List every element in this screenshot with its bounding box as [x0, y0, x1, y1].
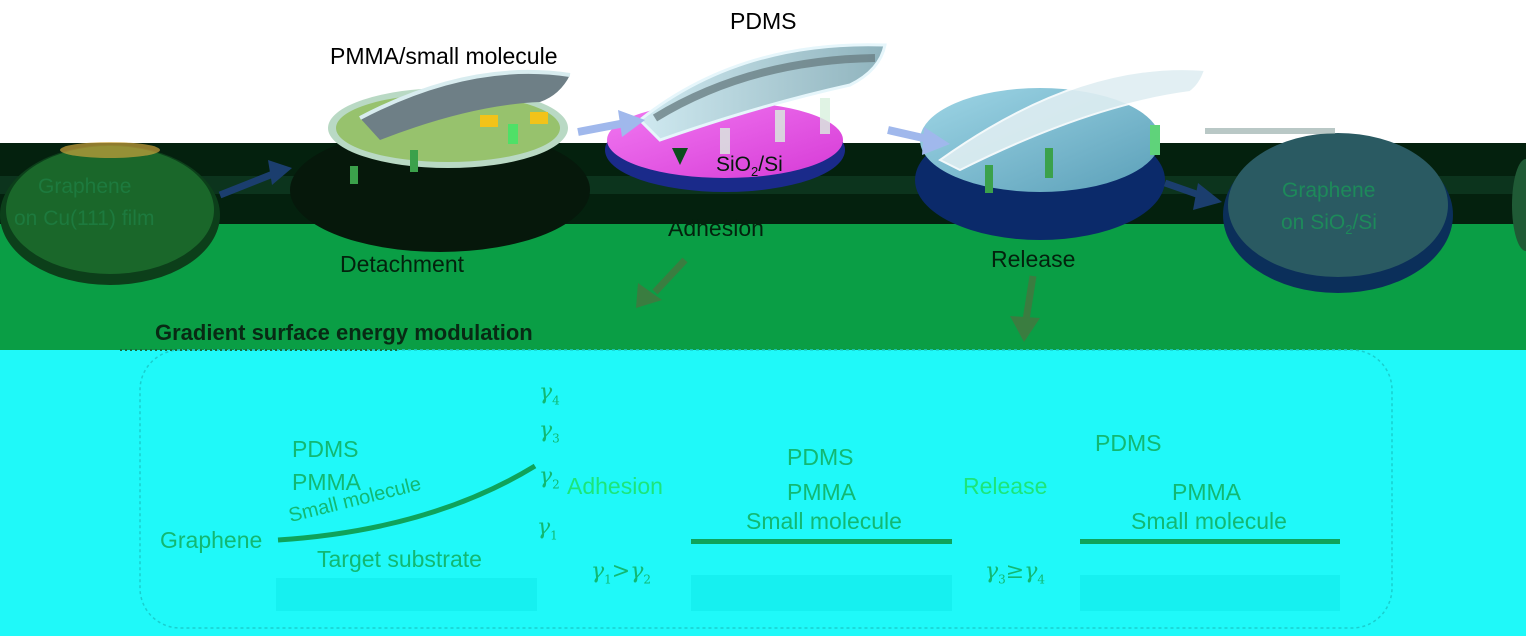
panel1-target-substrate-label: Target substrate: [317, 546, 482, 572]
panel2-pdms-label: PDMS: [787, 444, 854, 470]
wafer-graphene-on-sio2: [1205, 128, 1453, 293]
graphene-line-2: [691, 539, 952, 544]
target-substrate-block-1: [276, 578, 537, 611]
adhesion-condition: γ1>γ2: [591, 559, 652, 587]
pmma-small-molecule-label: PMMA/small molecule: [330, 43, 558, 69]
sio2si-label: SiO2/Si: [716, 153, 783, 179]
gamma-2-label: γ2: [539, 464, 560, 492]
panel2-pmma-label: PMMA: [787, 479, 856, 505]
substrate-block-3: [1080, 575, 1340, 611]
graphene-curve: [277, 463, 537, 543]
wafer-partial-edge: [1512, 159, 1526, 251]
substrate-block-2: [691, 575, 952, 611]
graphene-sio2-label-2: on SiO2/Si: [1281, 211, 1377, 237]
pdms-top-label: PDMS: [730, 8, 797, 34]
process-arrows: [218, 110, 1222, 342]
release-step-label: Release: [963, 473, 1048, 499]
graphene-line-3: [1080, 539, 1340, 544]
gamma-3-label: γ3: [539, 418, 560, 446]
wafer-detachment: [290, 69, 590, 252]
graphene-cu-label-1: Graphene: [38, 175, 132, 198]
panel3-pmma-label: PMMA: [1172, 479, 1241, 505]
wafer-adhesion: [605, 43, 887, 192]
panel1-graphene-label: Graphene: [160, 527, 263, 553]
wafer-release: [915, 68, 1207, 240]
panel1-pdms-label: PDMS: [292, 436, 359, 462]
wafer-graphene-on-cu: [0, 142, 220, 285]
panel2-small-molecule-label: Small molecule: [746, 508, 902, 534]
gamma-4-label: γ4: [539, 380, 560, 408]
panel-frame: [139, 349, 1393, 629]
section-title: Gradient surface energy modulation: [155, 320, 533, 345]
gamma-1-label: γ1: [537, 515, 558, 543]
release-condition: γ3≥γ4: [985, 559, 1046, 587]
graphene-sio2-label-1: Graphene: [1282, 179, 1376, 202]
adhesion-step-label: Adhesion: [567, 473, 663, 499]
panel1-pmma-label: PMMA: [292, 469, 361, 495]
release-top-label: Release: [991, 246, 1076, 272]
detachment-label: Detachment: [340, 251, 465, 277]
panel3-pdms-label: PDMS: [1095, 430, 1162, 456]
adhesion-top-label: Adhesion: [668, 215, 764, 241]
panel3-small-molecule-label: Small molecule: [1131, 508, 1287, 534]
graphene-cu-label-2: on Cu(111) film: [14, 207, 155, 230]
